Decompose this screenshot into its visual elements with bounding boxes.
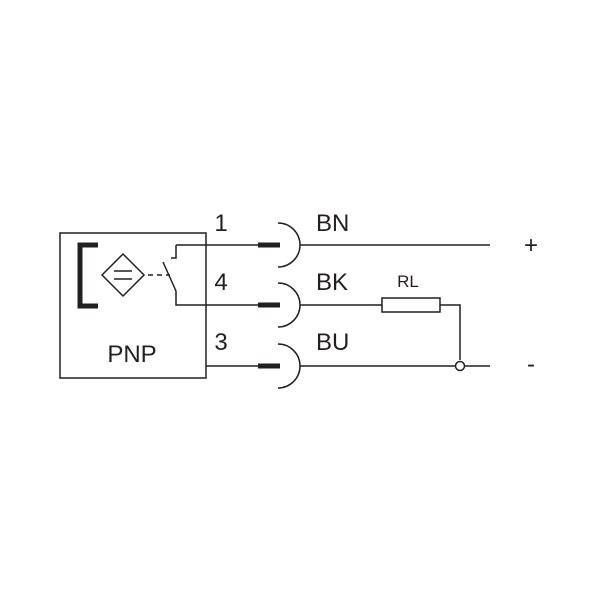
wire-color-bk: BK: [316, 269, 348, 296]
output-switch: [162, 245, 260, 306]
load-return-wire: [440, 304, 461, 360]
wire-color-bn: BN: [316, 210, 349, 237]
pin-1-number: 1: [214, 210, 227, 237]
inductive-sensor-icon: [100, 252, 146, 298]
wire-3-blue: [206, 343, 490, 389]
wire-1-brown: [176, 222, 490, 268]
sensing-face-bracket: [77, 242, 98, 309]
load-label: RL: [397, 272, 419, 291]
load-resistor: [381, 297, 441, 313]
negative-terminal-label: -: [527, 351, 535, 378]
junction-node: [454, 360, 466, 372]
positive-terminal-label: +: [524, 232, 538, 259]
wire-4-black: [258, 282, 382, 328]
pin-3-number: 3: [214, 329, 227, 356]
wire-color-bu: BU: [316, 329, 349, 356]
pin-4-number: 4: [214, 269, 227, 296]
sensor-type-label: PNP: [107, 341, 156, 368]
